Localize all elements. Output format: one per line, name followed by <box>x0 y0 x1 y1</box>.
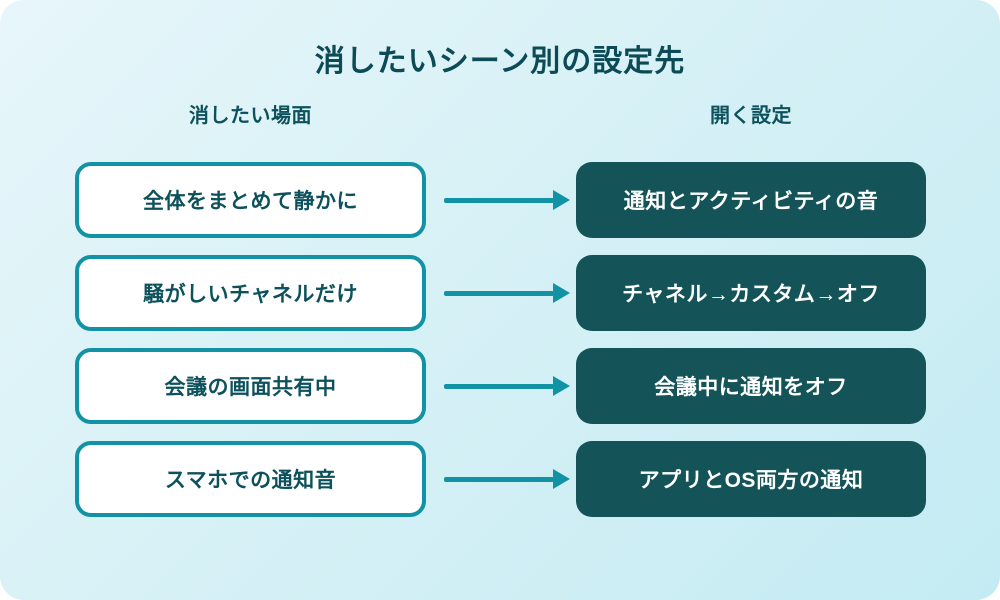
arrow-shaft <box>444 476 554 482</box>
mapping-rows: 全体をまとめて静かに 通知とアクティビティの音 騒がしいチャネルだけ チャネル→… <box>75 162 926 517</box>
setting-box: 通知とアクティビティの音 <box>576 162 926 238</box>
arrow-head <box>553 469 570 489</box>
arrow-head <box>553 190 570 210</box>
arrow-head <box>553 283 570 303</box>
arrow-shaft <box>444 197 554 203</box>
arrow-head <box>553 376 570 396</box>
arrow-right-icon <box>426 348 576 424</box>
arrow-shaft <box>444 290 554 296</box>
page-title: 消したいシーン別の設定先 <box>314 45 686 78</box>
mapping-row: 全体をまとめて静かに 通知とアクティビティの音 <box>75 162 926 238</box>
mapping-row: 会議の画面共有中 会議中に通知をオフ <box>75 348 926 424</box>
setting-box: チャネル→カスタム→オフ <box>576 255 926 331</box>
arrow-shaft <box>444 383 554 389</box>
mapping-row: スマホでの通知音 アプリとOS両方の通知 <box>75 441 926 517</box>
scene-box: 会議の画面共有中 <box>75 348 426 424</box>
scene-box: スマホでの通知音 <box>75 441 426 517</box>
arrow-right-icon <box>426 441 576 517</box>
mapping-row: 騒がしいチャネルだけ チャネル→カスタム→オフ <box>75 255 926 331</box>
arrow-right-icon <box>426 162 576 238</box>
setting-box: 会議中に通知をオフ <box>576 348 926 424</box>
scene-box: 騒がしいチャネルだけ <box>75 255 426 331</box>
scene-box: 全体をまとめて静かに <box>75 162 426 238</box>
setting-box: アプリとOS両方の通知 <box>576 441 926 517</box>
column-header-scene: 消したい場面 <box>189 105 312 127</box>
arrow-right-icon <box>426 255 576 331</box>
column-header-setting: 開く設定 <box>710 105 792 127</box>
